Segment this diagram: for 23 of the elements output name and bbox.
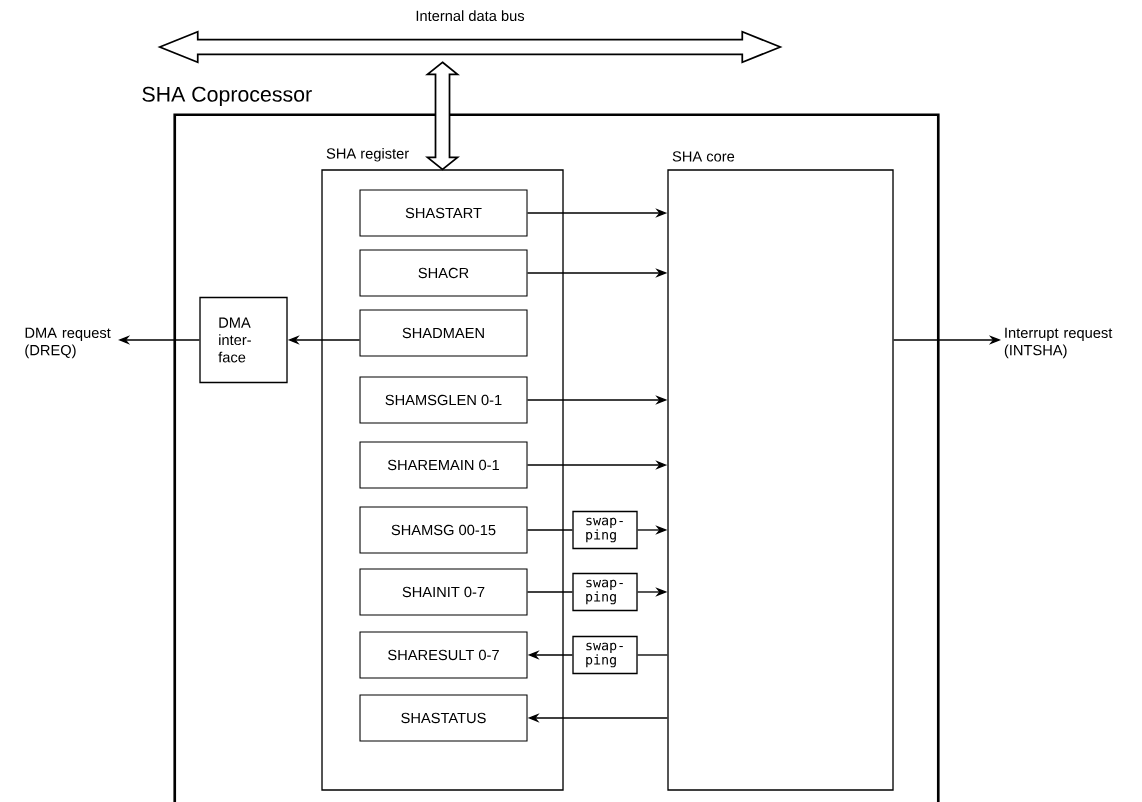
interface-box: DMA inter- face: [199, 296, 288, 384]
connector-line: [526, 591, 573, 593]
register-box: SHAMSG 00-15: [359, 506, 528, 554]
connector-line: [637, 654, 668, 656]
block-box: SHA core: [667, 151, 894, 791]
node-label: SHA core: [672, 151, 735, 162]
node-label: Internal data bus: [416, 10, 525, 22]
node-label: SHA register: [326, 147, 409, 162]
register-box: SHAINIT 0-7: [359, 568, 528, 616]
swapping-box: swap- ping: [572, 635, 638, 675]
register-box: SHADMAEN: [359, 309, 528, 357]
swapping-box: swap- ping: [572, 572, 638, 612]
signal-label: Interrupt request (INTSHA): [1004, 327, 1113, 359]
register-box: SHAMSGLEN 0-1: [359, 376, 528, 424]
register-box: SHASTATUS: [359, 694, 528, 742]
register-box: SHASTART: [359, 189, 528, 237]
register-box: SHARESULT 0-7: [359, 631, 528, 679]
register-box: SHACR: [359, 249, 528, 297]
signal-label: DMA request (DREQ): [25, 327, 111, 359]
connector-line: [526, 529, 573, 531]
register-box: SHAREMAIN 0-1: [359, 441, 528, 489]
bus-arrow: [425, 61, 460, 171]
swapping-box: swap- ping: [572, 510, 638, 550]
